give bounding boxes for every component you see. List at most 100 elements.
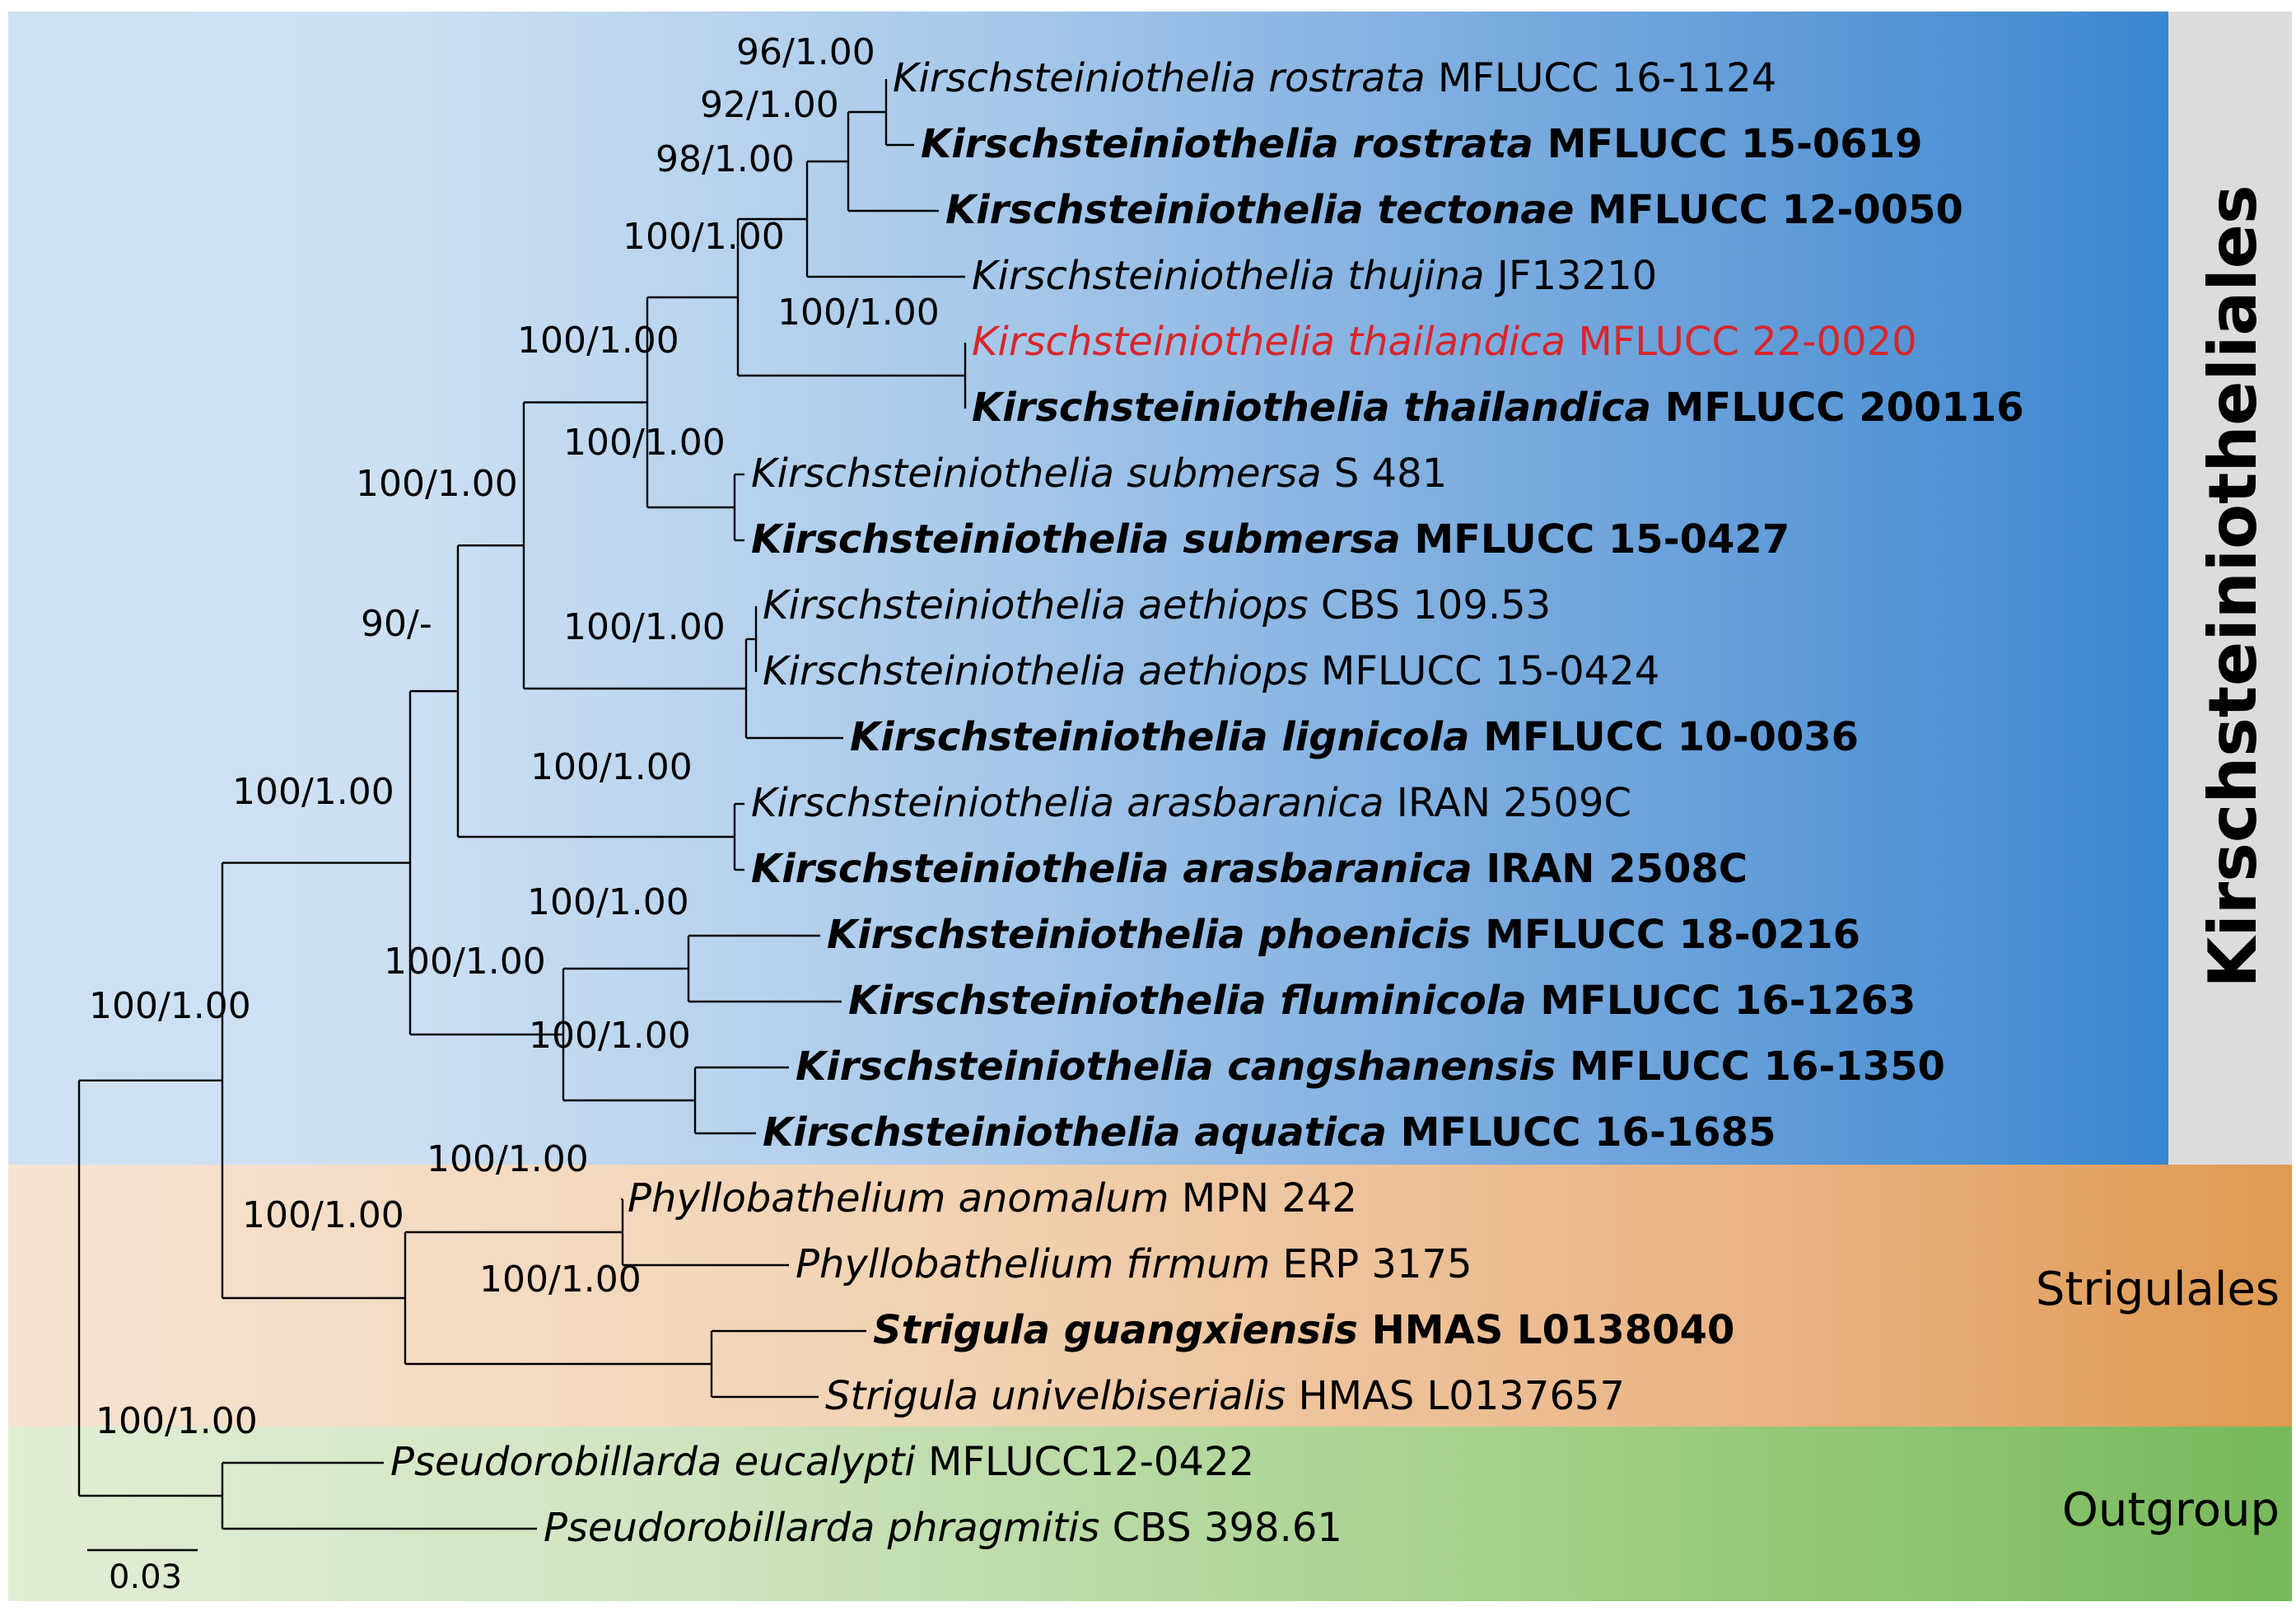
support-value: 100/1.00 bbox=[529, 1015, 691, 1057]
taxon-species: Kirschsteiniothelia thujina bbox=[972, 253, 1485, 300]
taxon-species: Kirschsteiniothelia rostrata bbox=[921, 121, 1533, 168]
taxon-strain: MFLUCC 12-0050 bbox=[1574, 187, 1963, 234]
support-value: 100/1.00 bbox=[527, 881, 689, 923]
taxon-label: Pseudorobillarda phragmitis CBS 398.61 bbox=[544, 1508, 1342, 1548]
taxon-species: Kirschsteiniothelia thailandica bbox=[972, 319, 1566, 366]
taxon-label: Kirschsteiniothelia rostrata MFLUCC 15-0… bbox=[921, 124, 1922, 164]
taxon-species: Pseudorobillarda eucalypti bbox=[390, 1439, 916, 1486]
taxon-species: Strigula univelbiserialis bbox=[825, 1373, 1286, 1420]
taxon-species: Kirschsteiniothelia submersa bbox=[751, 516, 1401, 563]
taxon-label: Kirschsteiniothelia tectonae MFLUCC 12-0… bbox=[945, 190, 1963, 230]
taxon-species: Kirschsteiniothelia arasbaranica bbox=[751, 780, 1384, 827]
taxon-label: Kirschsteiniothelia cangshanensis MFLUCC… bbox=[796, 1047, 1945, 1086]
taxon-strain: MFLUCC 15-0619 bbox=[1533, 121, 1923, 168]
taxon-strain: MFLUCC 15-0427 bbox=[1400, 516, 1790, 563]
support-value: 100/1.00 bbox=[232, 771, 394, 813]
taxon-species: Kirschsteiniothelia aquatica bbox=[763, 1109, 1387, 1156]
taxon-label: Pseudorobillarda eucalypti MFLUCC12-0422 bbox=[390, 1442, 1254, 1482]
support-value: 100/1.00 bbox=[96, 1400, 258, 1442]
taxon-strain: ERP 3175 bbox=[1270, 1241, 1472, 1288]
taxon-label: Kirschsteiniothelia lignicola MFLUCC 10-… bbox=[850, 717, 1859, 757]
taxon-label: Kirschsteiniothelia arasbaranica IRAN 25… bbox=[751, 783, 1631, 823]
taxon-label: Kirschsteiniothelia arasbaranica IRAN 25… bbox=[751, 849, 1748, 889]
taxon-strain: MFLUCC 16-1124 bbox=[1425, 55, 1777, 102]
taxon-strain: CBS 398.61 bbox=[1099, 1505, 1342, 1552]
taxon-label: Phyllobathelium firmum ERP 3175 bbox=[796, 1245, 1472, 1284]
support-value: 90/- bbox=[361, 603, 432, 645]
taxon-label: Kirschsteiniothelia aethiops MFLUCC 15-0… bbox=[763, 652, 1659, 691]
support-value: 100/1.00 bbox=[623, 216, 785, 258]
support-value: 100/1.00 bbox=[356, 463, 518, 505]
taxon-species: Strigula guangxiensis bbox=[873, 1307, 1358, 1354]
support-value: 100/1.00 bbox=[563, 606, 726, 648]
taxon-strain: CBS 109.53 bbox=[1308, 582, 1552, 629]
taxon-species: Kirschsteiniothelia rostrata bbox=[893, 55, 1426, 102]
taxon-strain: IRAN 2509C bbox=[1384, 780, 1631, 827]
taxon-strain: MFLUCC 16-1350 bbox=[1556, 1044, 1945, 1091]
taxon-strain: MFLUCC 10-0036 bbox=[1469, 714, 1860, 761]
taxon-strain: MFLUCC 200116 bbox=[1650, 385, 2024, 432]
support-value: 100/1.00 bbox=[517, 320, 679, 362]
taxon-strain: JF13210 bbox=[1484, 253, 1658, 300]
taxon-species: Kirschsteiniothelia aethiops bbox=[763, 648, 1309, 695]
taxon-label: Kirschsteiniothelia submersa MFLUCC 15-0… bbox=[751, 520, 1790, 559]
support-value: 100/1.00 bbox=[427, 1138, 589, 1180]
taxon-strain: HMAS L0138040 bbox=[1357, 1307, 1735, 1354]
support-value: 100/1.00 bbox=[384, 941, 546, 983]
support-value: 98/1.00 bbox=[656, 138, 795, 180]
clade-label-strigulales: Strigulales bbox=[2035, 1263, 2280, 1316]
clade-label-kirschsteiniotheliales: Kirschsteiniotheliales bbox=[2195, 184, 2271, 988]
taxon-strain: MFLUCC12-0422 bbox=[915, 1439, 1255, 1486]
taxon-species: Pseudorobillarda phragmitis bbox=[544, 1505, 1100, 1552]
taxon-species: Kirschsteiniothelia cangshanensis bbox=[796, 1044, 1556, 1091]
taxon-strain: S 481 bbox=[1321, 451, 1448, 497]
taxon-species: Kirschsteiniothelia thailandica bbox=[972, 385, 1651, 432]
clade-label-outgroup: Outgroup bbox=[2061, 1483, 2280, 1537]
taxon-label: Kirschsteiniothelia aethiops CBS 109.53 bbox=[763, 586, 1551, 625]
support-value: 100/1.00 bbox=[563, 422, 726, 464]
taxon-species: Kirschsteiniothelia tectonae bbox=[945, 187, 1575, 234]
support-value: 92/1.00 bbox=[700, 84, 839, 126]
strigulales-band bbox=[8, 1165, 2292, 1427]
outgroup-band bbox=[8, 1427, 2292, 1601]
taxon-label: Kirschsteiniothelia thujina JF13210 bbox=[972, 256, 1657, 296]
taxon-label: Kirschsteiniothelia rostrata MFLUCC 16-1… bbox=[893, 58, 1776, 98]
taxon-species: Kirschsteiniothelia lignicola bbox=[850, 714, 1470, 761]
taxon-label: Kirschsteiniothelia phoenicis MFLUCC 18-… bbox=[827, 915, 1860, 955]
taxon-label: Strigula guangxiensis HMAS L0138040 bbox=[873, 1310, 1734, 1350]
taxon-species: Phyllobathelium firmum bbox=[796, 1241, 1271, 1288]
taxon-species: Kirschsteiniothelia fluminicola bbox=[848, 978, 1527, 1025]
support-value: 100/1.00 bbox=[530, 746, 693, 788]
taxon-label: Kirschsteiniothelia submersa S 481 bbox=[751, 454, 1447, 493]
support-value: 100/1.00 bbox=[777, 292, 940, 334]
taxon-species: Kirschsteiniothelia aethiops bbox=[763, 582, 1309, 629]
taxon-strain: MFLUCC 15-0424 bbox=[1308, 648, 1660, 695]
taxon-strain: MPN 242 bbox=[1169, 1175, 1357, 1222]
taxon-strain: HMAS L0137657 bbox=[1286, 1373, 1626, 1420]
taxon-label: Kirschsteiniothelia fluminicola MFLUCC 1… bbox=[848, 981, 1916, 1021]
taxon-species: Kirschsteiniothelia submersa bbox=[751, 451, 1322, 497]
taxon-species: Kirschsteiniothelia phoenicis bbox=[827, 912, 1472, 959]
kirschsteiniotheliales-band bbox=[8, 12, 2168, 1165]
support-value: 100/1.00 bbox=[89, 985, 251, 1027]
taxon-strain: MFLUCC 16-1685 bbox=[1386, 1109, 1776, 1156]
support-value: 96/1.00 bbox=[736, 31, 875, 73]
scale-bar-label: 0.03 bbox=[109, 1558, 183, 1596]
taxon-label: Strigula univelbiserialis HMAS L0137657 bbox=[825, 1376, 1625, 1416]
support-value: 100/1.00 bbox=[242, 1194, 404, 1236]
taxon-species: Kirschsteiniothelia arasbaranica bbox=[751, 846, 1472, 893]
support-value: 100/1.00 bbox=[479, 1259, 642, 1301]
taxon-strain: MFLUCC 16-1263 bbox=[1526, 978, 1916, 1025]
taxon-strain: MFLUCC 22-0020 bbox=[1566, 319, 1917, 366]
taxon-label: Phyllobathelium anomalum MPN 242 bbox=[628, 1179, 1357, 1218]
taxon-label: Kirschsteiniothelia thailandica MFLUCC 2… bbox=[972, 388, 2024, 427]
taxon-label: Kirschsteiniothelia thailandica MFLUCC 2… bbox=[972, 322, 1917, 362]
taxon-species: Phyllobathelium anomalum bbox=[628, 1175, 1169, 1222]
taxon-label: Kirschsteiniothelia aquatica MFLUCC 16-1… bbox=[763, 1113, 1776, 1152]
taxon-strain: MFLUCC 18-0216 bbox=[1471, 912, 1861, 959]
taxon-strain: IRAN 2508C bbox=[1472, 846, 1748, 893]
kirschsteiniotheliales-side-panel bbox=[2168, 12, 2292, 1165]
